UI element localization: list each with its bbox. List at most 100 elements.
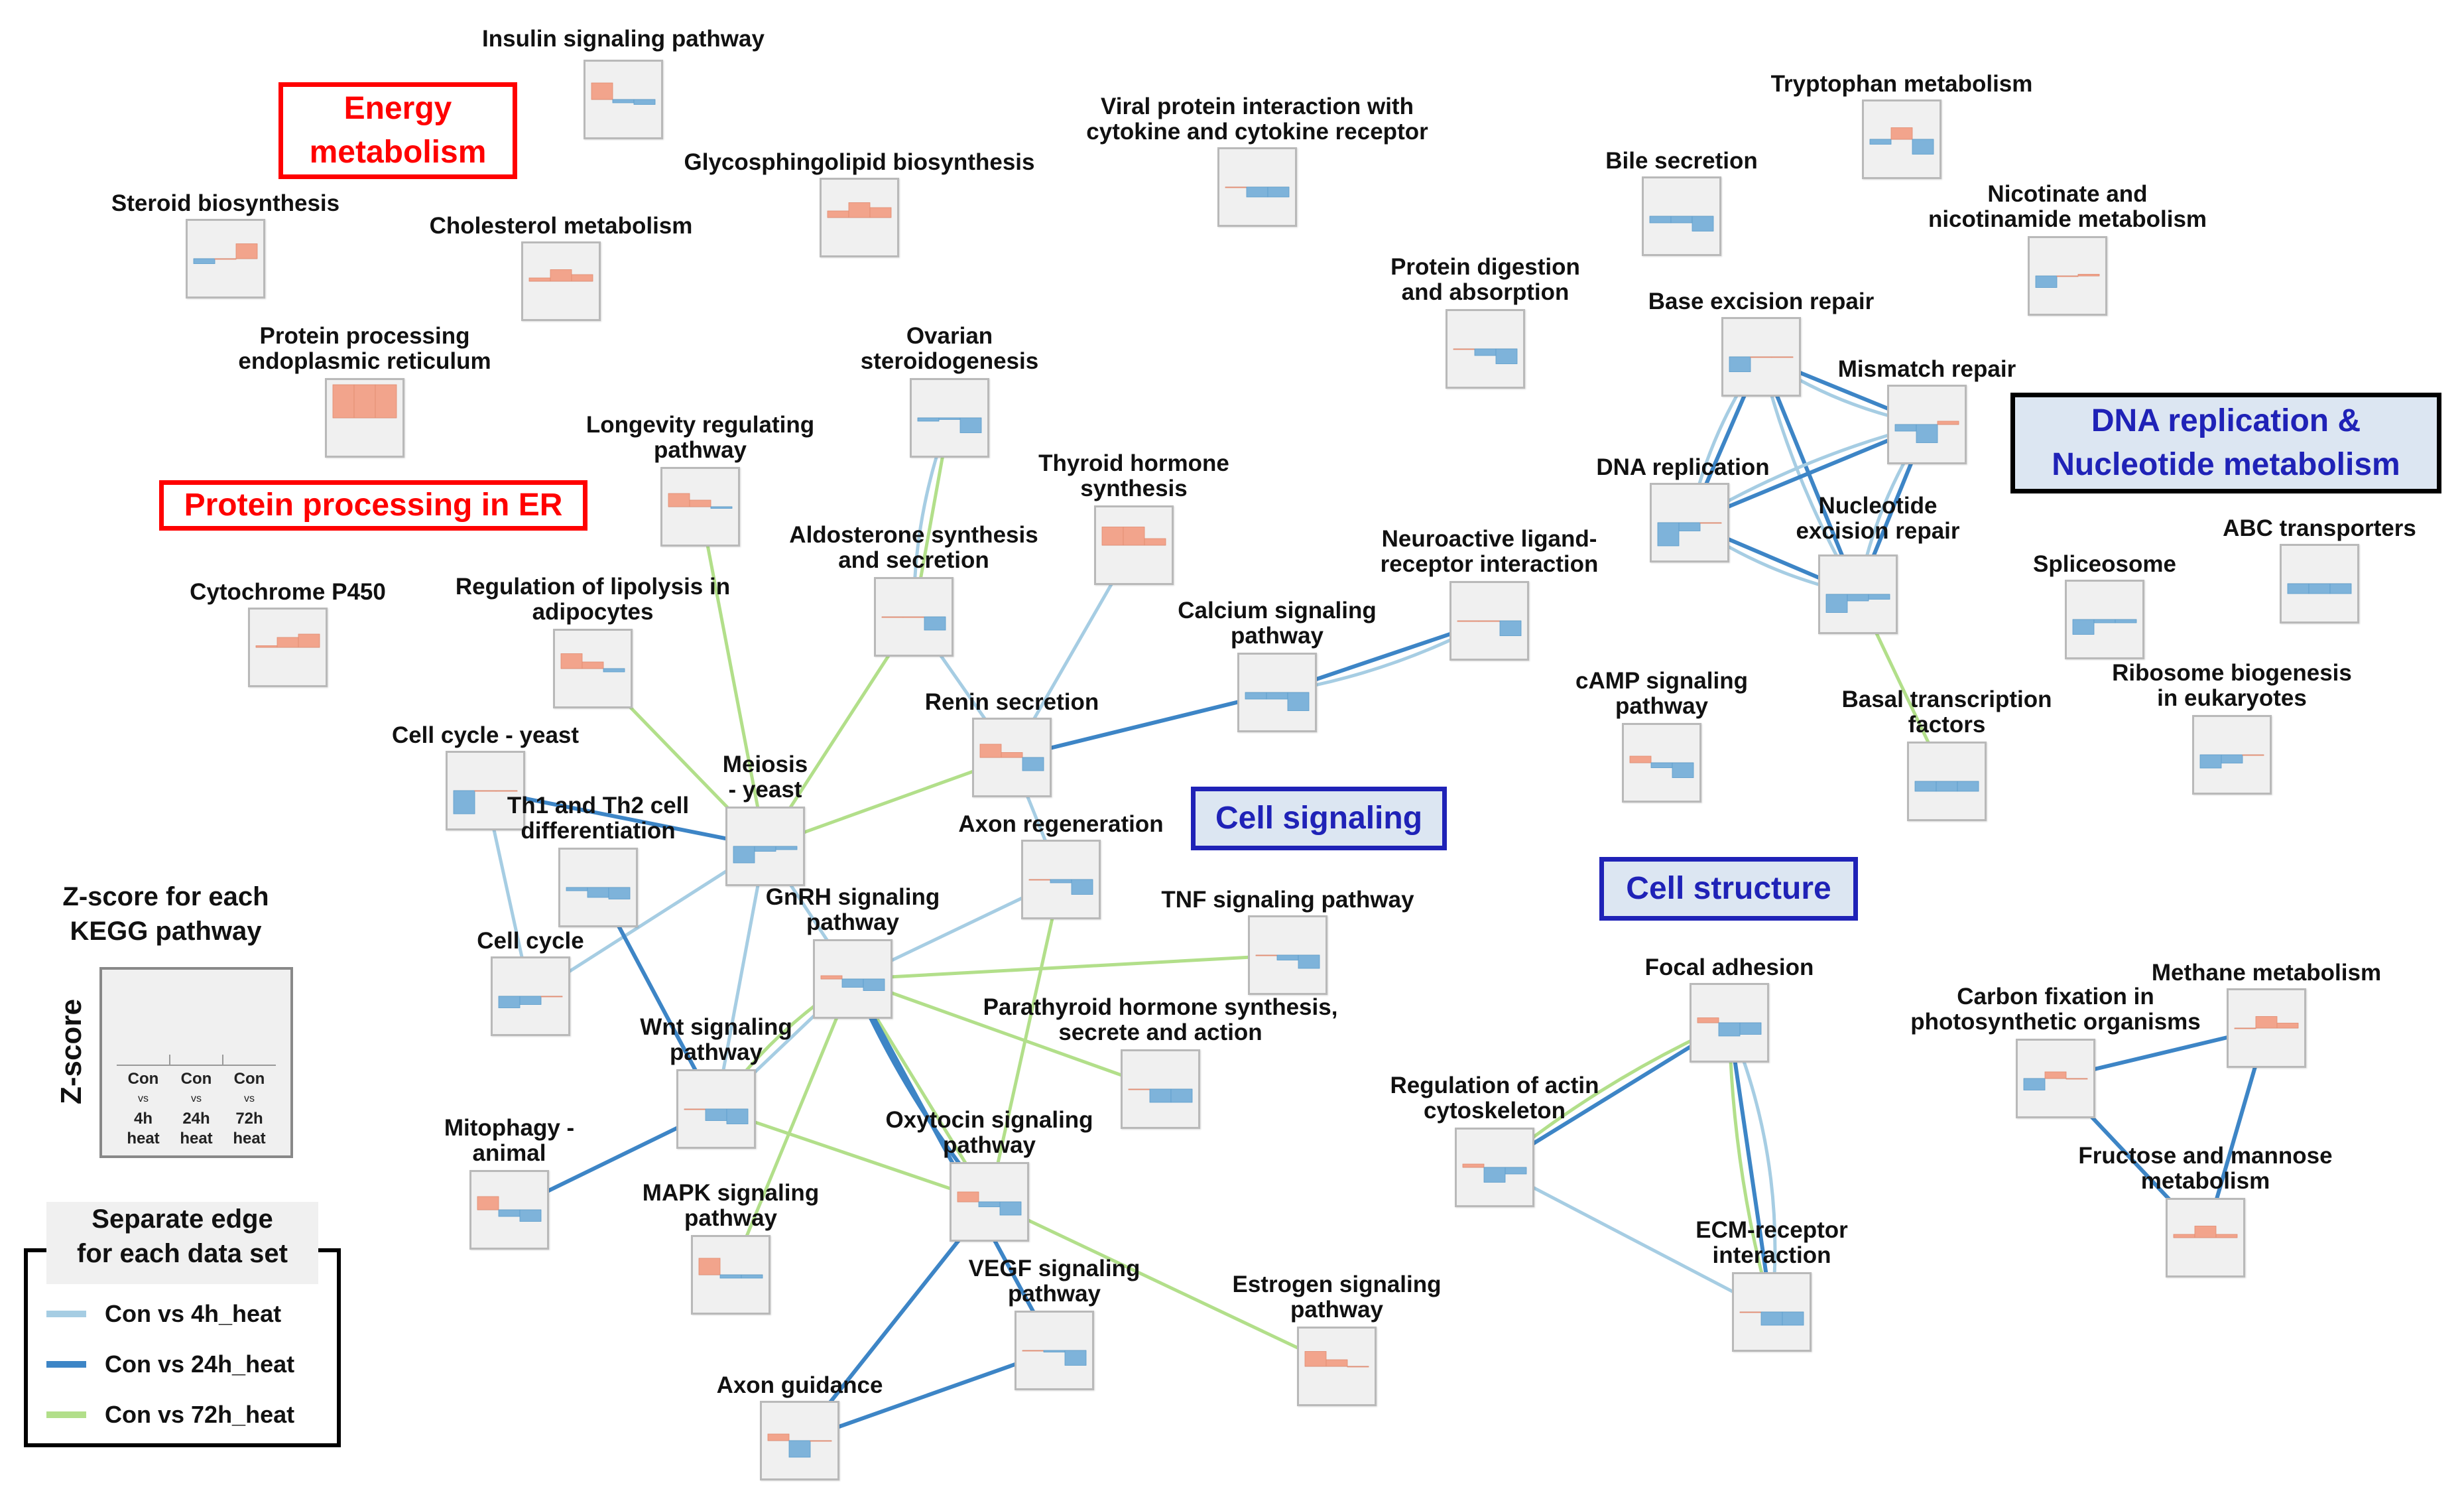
edge-legend-item-24h: Con vs 24h_heat — [46, 1350, 294, 1378]
node-steroid[interactable] — [186, 219, 265, 298]
node-mapk-bars — [698, 1258, 763, 1279]
node-glycosphingo-bars — [827, 202, 892, 218]
edge-legend-label-24h: Con vs 24h_heat — [105, 1350, 295, 1378]
node-label-mismatch: Mismatch repair — [1838, 357, 2016, 382]
node-tnf[interactable] — [1248, 915, 1327, 995]
node-cellcycle[interactable] — [491, 956, 570, 1036]
node-vegf[interactable] — [1015, 1311, 1094, 1390]
edge-legend-header-line2: for each data set — [77, 1239, 288, 1268]
node-label-axon_regen-line1: Axon regeneration — [958, 811, 1164, 837]
node-meiosis-bar-0 — [733, 846, 755, 864]
edge-axon_regen-oxytocin-72h — [987, 879, 1063, 1203]
node-axon_regen[interactable] — [1021, 840, 1101, 919]
node-label-nucleotide_exc-line2: excision repair — [1796, 518, 1960, 544]
node-estrogen[interactable] — [1297, 1327, 1377, 1406]
node-label-basal-line2: factors — [1908, 712, 1986, 738]
node-cellcycle_yeast[interactable] — [446, 751, 525, 830]
node-label-fructose-line2: metabolism — [2140, 1168, 2270, 1194]
edge-legend-item-4h: Con vs 4h_heat — [46, 1300, 281, 1328]
node-label-th1th2-line1: Th1 and Th2 cell — [507, 793, 690, 818]
node-spliceosome[interactable] — [2065, 580, 2144, 659]
node-neuroactive[interactable] — [1449, 581, 1529, 661]
node-nucleotide_exc[interactable] — [1818, 554, 1898, 634]
node-oxytocin-bar-2 — [999, 1201, 1022, 1216]
node-longevity[interactable] — [660, 467, 740, 547]
node-tryptophan[interactable] — [1862, 99, 1941, 179]
node-label-mapk-line2: pathway — [684, 1205, 778, 1231]
node-dna_rep[interactable] — [1650, 483, 1729, 562]
node-mitophagy[interactable] — [469, 1170, 549, 1250]
node-viral-bar-0 — [1225, 186, 1247, 188]
node-cytochrome[interactable] — [248, 608, 328, 687]
node-meiosis[interactable] — [725, 807, 805, 886]
node-pth[interactable] — [1121, 1049, 1200, 1129]
node-label-cellcycle: Cell cycle — [477, 929, 584, 954]
node-nicotinate[interactable] — [2028, 236, 2107, 316]
node-insulin[interactable] — [584, 60, 663, 139]
node-vegf-bar-2 — [1064, 1350, 1087, 1366]
node-basal[interactable] — [1907, 742, 1987, 821]
node-camp[interactable] — [1622, 723, 1701, 803]
node-wnt[interactable] — [676, 1069, 756, 1149]
node-thyroid[interactable] — [1094, 505, 1174, 585]
node-cholesterol-bar-0 — [528, 277, 551, 282]
node-label-lipolysis-line2: adipocytes — [532, 599, 654, 625]
edge-legend-header-line1: Separate edge — [92, 1205, 273, 1234]
node-glycosphingo[interactable] — [820, 178, 899, 257]
node-label-carbon-line1: Carbon fixation in — [1957, 984, 2154, 1010]
node-aldosterone[interactable] — [874, 577, 954, 657]
node-methane[interactable] — [2227, 988, 2306, 1068]
node-lipolysis[interactable] — [553, 629, 633, 708]
category-energy-metabolism: Energy metabolism — [278, 82, 517, 179]
node-label-wnt-line2: pathway — [669, 1039, 763, 1065]
node-wnt-bar-2 — [726, 1108, 749, 1124]
node-actin[interactable] — [1455, 1128, 1534, 1207]
node-label-mitophagy-line2: animal — [472, 1140, 546, 1166]
node-renin[interactable] — [972, 718, 1052, 797]
node-gnrh[interactable] — [813, 939, 893, 1019]
node-label-renin-line1: Renin secretion — [924, 689, 1099, 715]
node-mapk[interactable] — [691, 1235, 770, 1315]
node-calcium[interactable] — [1237, 653, 1317, 732]
node-oxytocin[interactable] — [950, 1162, 1029, 1242]
zscore-legend-axes — [117, 1055, 276, 1066]
node-protein_er[interactable] — [325, 378, 404, 458]
node-viral[interactable] — [1217, 147, 1297, 227]
node-carbon[interactable] — [2016, 1039, 2095, 1118]
node-calcium-bar-2 — [1287, 692, 1310, 711]
node-basal-bar-2 — [1957, 781, 1979, 792]
node-th1th2[interactable] — [558, 848, 638, 927]
node-ovarian[interactable] — [910, 378, 989, 458]
node-bile[interactable] — [1642, 176, 1721, 256]
node-mitophagy-bar-0 — [477, 1196, 499, 1210]
node-gnrh-bar-0 — [820, 975, 843, 980]
node-cholesterol[interactable] — [521, 241, 601, 321]
node-protein_dig-bar-1 — [1474, 348, 1497, 356]
legend-col-4h-bottom: heat — [127, 1130, 160, 1147]
node-steroid-bar-0 — [193, 258, 216, 264]
node-longevity-bar-1 — [689, 499, 711, 507]
node-spliceosome-bar-1 — [2093, 619, 2116, 623]
node-focal[interactable] — [1690, 983, 1769, 1063]
node-protein_er-bar-1 — [353, 384, 376, 419]
node-label-calcium-line2: pathway — [1230, 623, 1324, 649]
node-label-vegf-line2: pathway — [1007, 1281, 1101, 1307]
node-label-bile: Bile secretion — [1605, 149, 1758, 174]
node-protein_er-bar-0 — [332, 384, 355, 419]
node-mismatch[interactable] — [1887, 385, 1967, 464]
node-base_excision[interactable] — [1721, 317, 1801, 397]
node-fructose[interactable] — [2166, 1198, 2245, 1277]
node-focal-bar-2 — [1739, 1022, 1762, 1035]
node-vegf-bar-1 — [1043, 1350, 1066, 1352]
node-label-focal: Focal adhesion — [1645, 955, 1814, 980]
node-ecm[interactable] — [1732, 1272, 1812, 1352]
node-label-longevity-line2: pathway — [653, 437, 747, 463]
node-ribosome[interactable] — [2192, 715, 2272, 795]
node-axon_guidance[interactable] — [760, 1401, 839, 1480]
node-mismatch-bar-0 — [1894, 424, 1917, 432]
node-protein_dig[interactable] — [1446, 309, 1525, 389]
node-abc[interactable] — [2280, 544, 2359, 623]
